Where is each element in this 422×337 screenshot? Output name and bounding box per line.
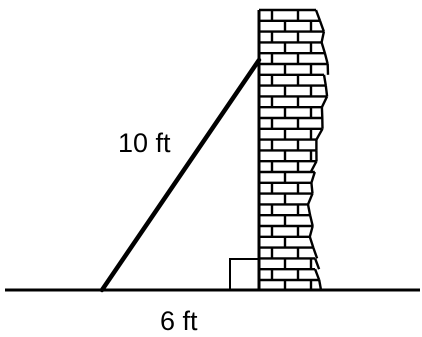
wall-right-edge-segment xyxy=(306,193,314,205)
wall-right-edge-segment xyxy=(318,20,326,33)
wall-right-edge-segment xyxy=(308,225,314,238)
wall-right-edge-segment xyxy=(320,31,326,43)
wall-right-edge-segment xyxy=(308,236,315,248)
wall-right-edge-segment xyxy=(315,128,324,141)
wall-right-edge-segment xyxy=(320,42,327,54)
wall-right-edge-segment xyxy=(320,95,329,108)
wall-right-edge-segment xyxy=(322,74,327,86)
ladder-line xyxy=(99,57,262,293)
wall-right-edge-segment xyxy=(306,204,312,216)
wall-right-edge-segment xyxy=(318,279,323,291)
wall-right-edge-segment xyxy=(324,85,329,97)
ladder-length-label: 10 ft xyxy=(118,128,171,158)
wall-right-edge-segment xyxy=(313,257,321,270)
wall-right-edge-segment xyxy=(308,214,314,227)
right-angle-marker xyxy=(229,258,259,290)
wall-right-edge-segment xyxy=(312,247,319,259)
wall-right-edge-segment xyxy=(309,160,318,173)
base-length-label: 6 ft xyxy=(160,306,198,336)
wall-right-edge-segment xyxy=(310,182,314,194)
brick-wall xyxy=(257,8,330,291)
wall-right-edge-segment xyxy=(314,9,322,22)
wall-right-edge-segment xyxy=(323,52,329,65)
wall-right-edge-segment xyxy=(310,171,316,184)
wall-right-edge-segment xyxy=(313,268,321,281)
